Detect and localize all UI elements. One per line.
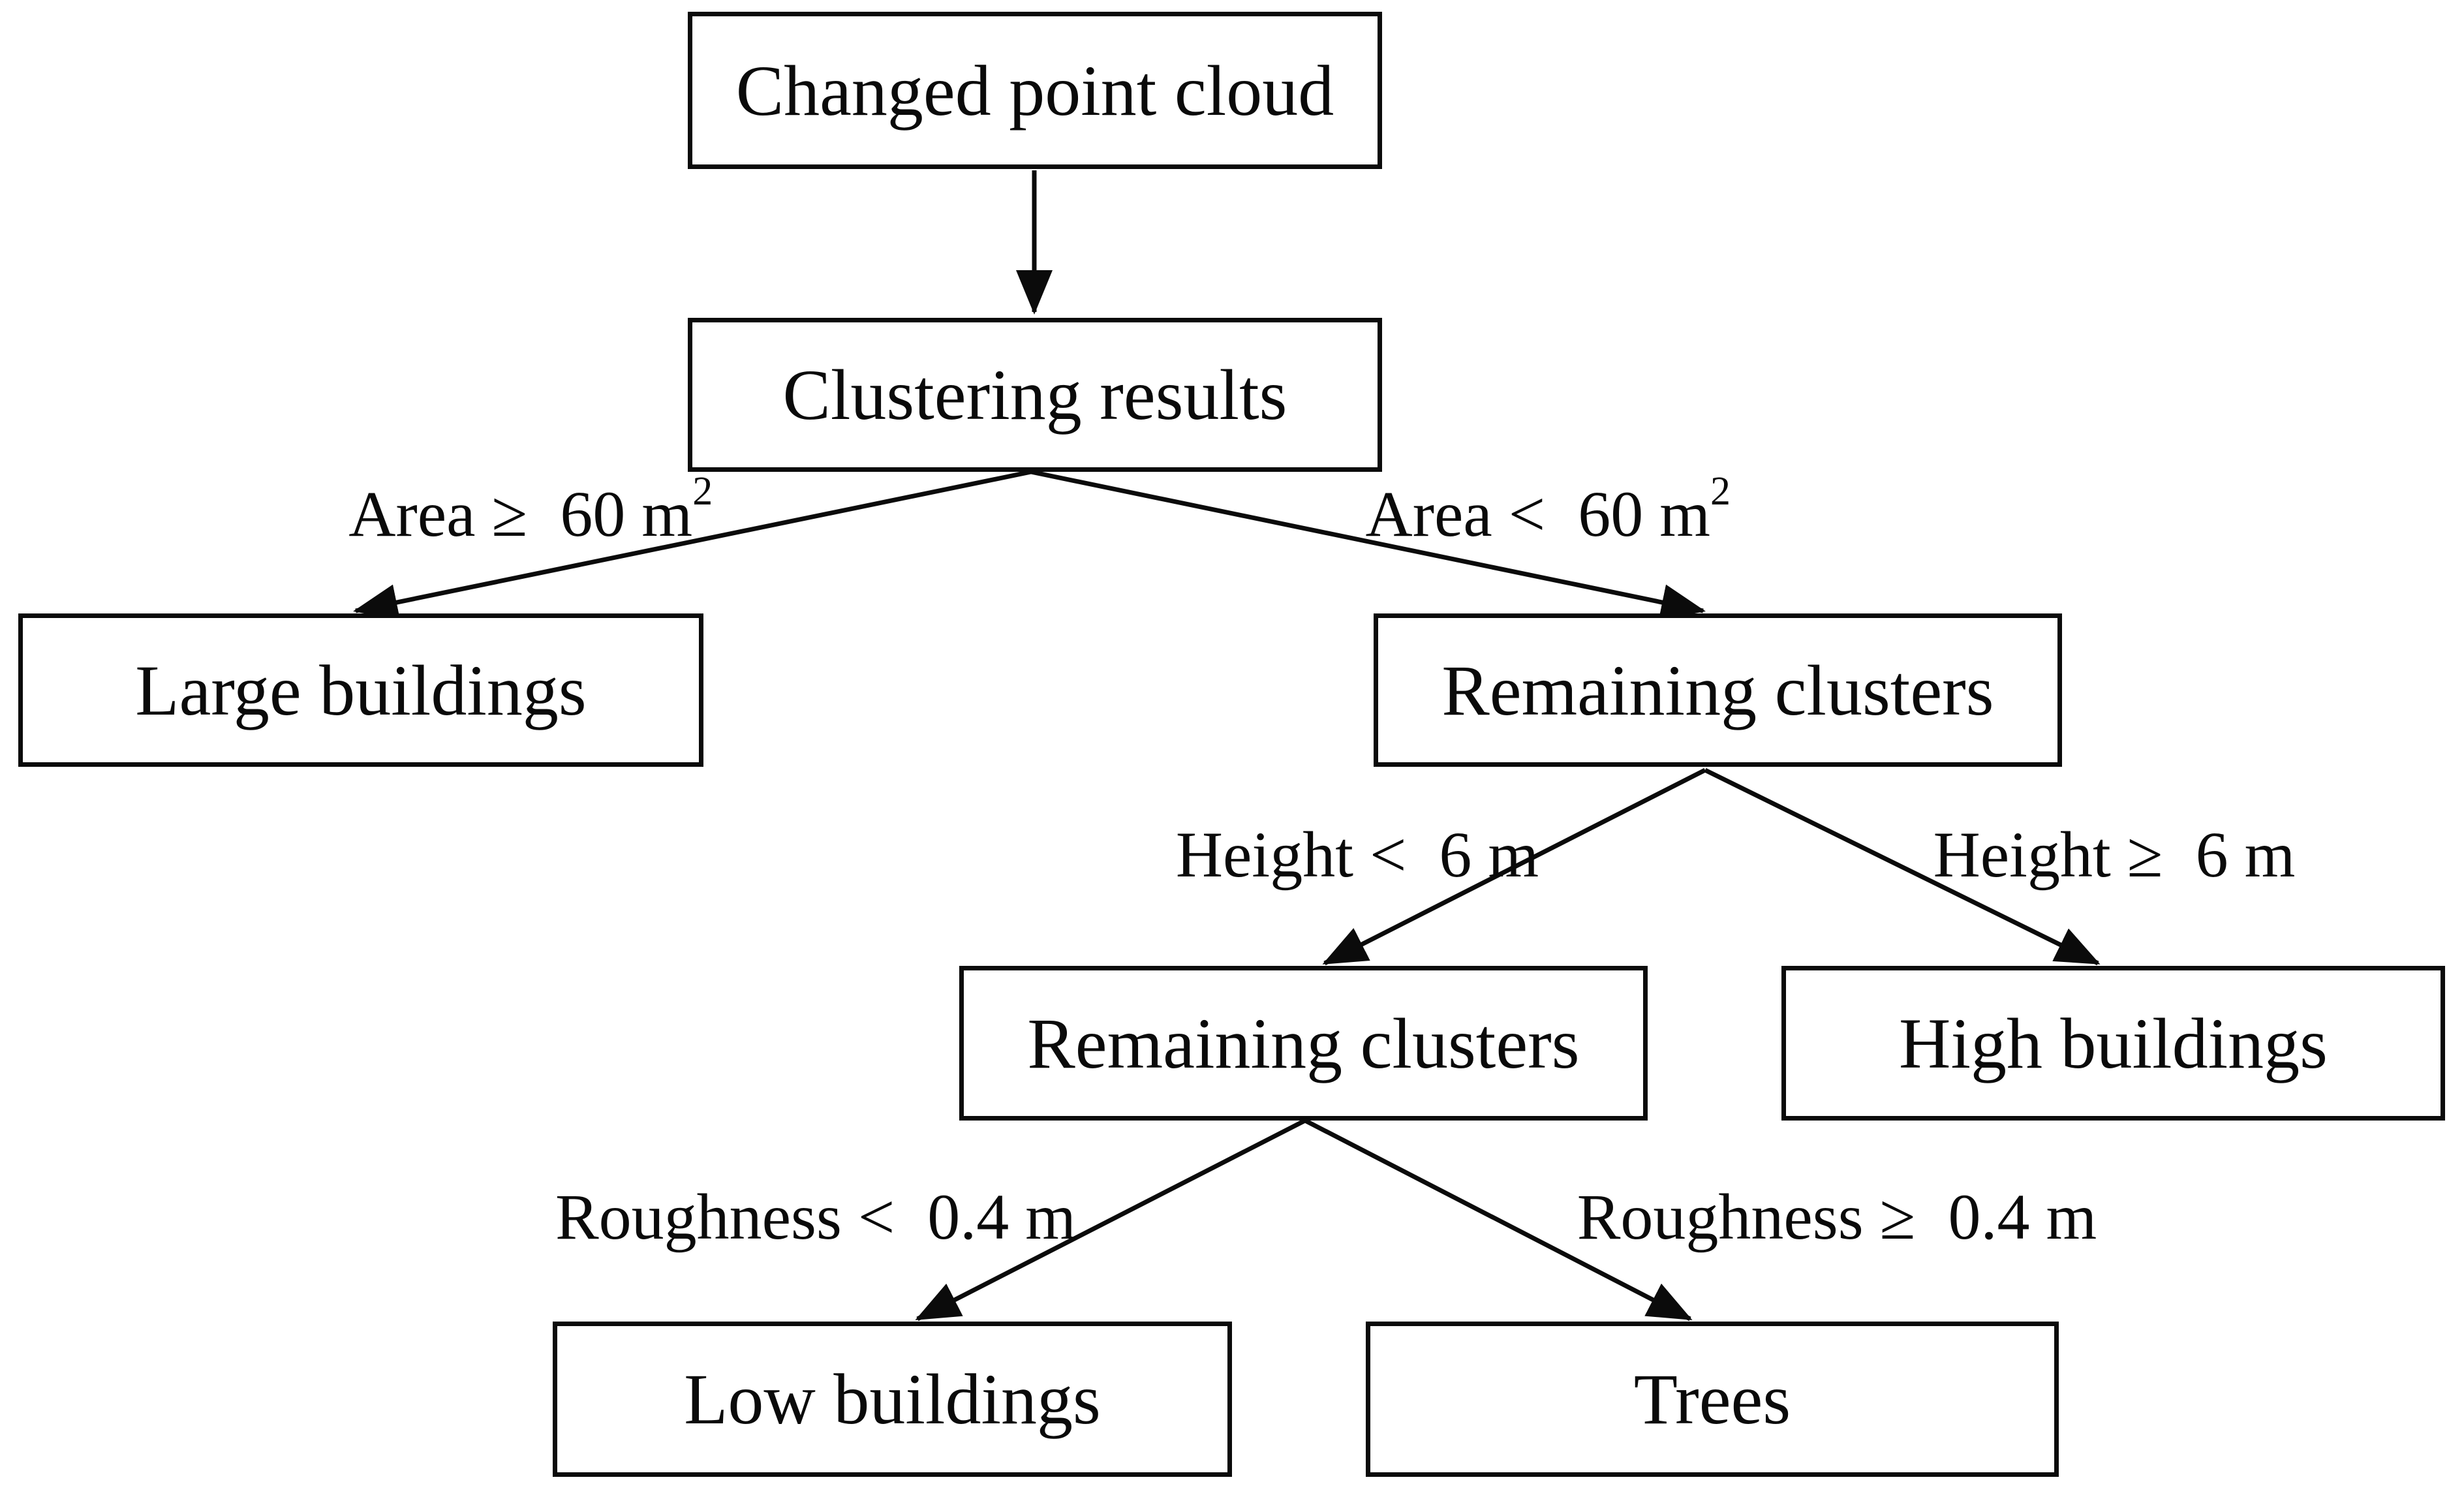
edge-label-height-lt: Height < 6 m — [1111, 757, 1539, 953]
edge-label-area-lt-superscript: 2 — [1710, 469, 1731, 514]
node-changed-point-cloud-label: Changed point cloud — [735, 50, 1334, 131]
node-trees-label: Trees — [1633, 1359, 1791, 1439]
edge-label-area-lt: Area < 60 m2 — [1304, 416, 1731, 612]
node-trees: Trees — [1366, 1322, 2059, 1477]
node-remaining-clusters-2: Remaining clusters — [959, 966, 1648, 1121]
edge-remaining1-to-remaining2-arrow — [1322, 767, 1706, 966]
node-large-buildings-label: Large buildings — [135, 650, 587, 730]
edge-label-roughness-ge: Roughness ≥ 0.4 m — [1512, 1119, 2097, 1315]
edge-label-height-ge-text: Height ≥ 6 m — [1933, 818, 2296, 891]
node-clustering-results: Clustering results — [688, 318, 1382, 472]
edge-label-roughness-ge-text: Roughness ≥ 0.4 m — [1577, 1181, 2097, 1253]
node-high-buildings-label: High buildings — [1899, 1003, 2328, 1083]
edge-label-area-ge: Area ≥ 60 m2 — [287, 416, 713, 612]
edge-clustering-to-large-buildings-arrow — [353, 469, 1032, 621]
edge-label-area-ge-text: Area ≥ 60 m — [348, 478, 693, 550]
edge-remaining1-to-high-buildings-arrow — [1704, 767, 2101, 966]
node-large-buildings: Large buildings — [18, 613, 703, 767]
node-low-buildings-label: Low buildings — [684, 1359, 1101, 1439]
node-remaining-clusters-1-label: Remaining clusters — [1441, 650, 1994, 730]
edge-label-height-lt-text: Height < 6 m — [1175, 818, 1539, 891]
node-low-buildings: Low buildings — [553, 1322, 1232, 1477]
node-clustering-results-label: Clustering results — [782, 355, 1287, 435]
node-remaining-clusters-2-label: Remaining clusters — [1027, 1003, 1580, 1083]
node-remaining-clusters-1: Remaining clusters — [1374, 613, 2062, 767]
edge-clustering-to-remaining-clusters-arrow — [1030, 469, 1706, 621]
edge-remaining2-to-trees-arrow — [1304, 1118, 1693, 1322]
node-high-buildings: High buildings — [1781, 966, 2445, 1121]
edge-label-roughness-lt-text: Roughness < 0.4 m — [555, 1181, 1077, 1253]
edge-label-area-lt-text: Area < 60 m — [1365, 478, 1710, 550]
edge-label-roughness-lt: Roughness < 0.4 m — [490, 1119, 1076, 1315]
edge-remaining2-to-low-buildings-arrow — [915, 1118, 1306, 1322]
edge-label-area-ge-superscript: 2 — [692, 469, 713, 514]
edge-label-height-ge: Height ≥ 6 m — [1868, 757, 2296, 953]
node-changed-point-cloud: Changed point cloud — [688, 12, 1382, 169]
